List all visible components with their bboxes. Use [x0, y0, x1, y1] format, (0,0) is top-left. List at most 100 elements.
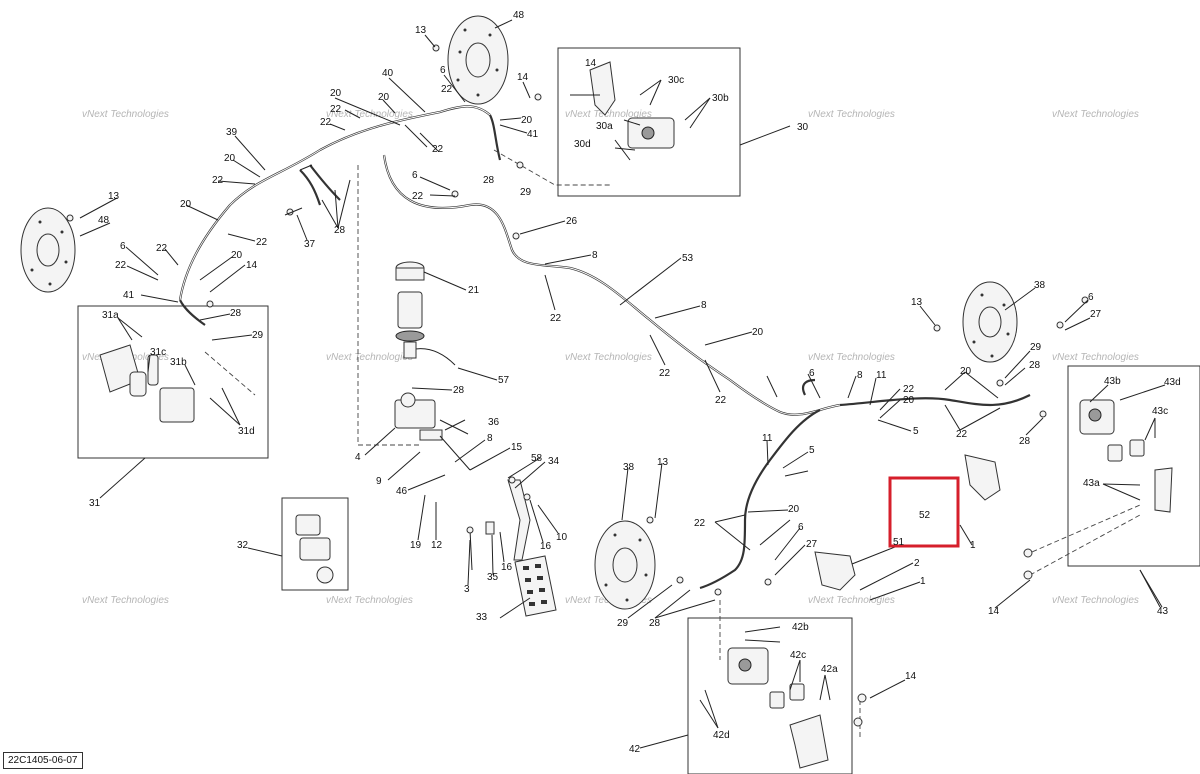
- callout-7: 8: [487, 433, 493, 444]
- callout-14: 14: [246, 260, 258, 271]
- callout-20: 20: [903, 395, 915, 406]
- calipers: [99, 61, 1173, 769]
- callout-11: 11: [876, 370, 887, 381]
- callout-31d: 31d: [238, 426, 255, 437]
- callout-43b: 43b: [1104, 376, 1121, 387]
- callout-28: 28: [483, 175, 495, 186]
- brake-disc-38-right: [962, 281, 1018, 363]
- callout-33: 33: [476, 612, 488, 623]
- watermark: vNext Technologies: [82, 109, 169, 120]
- callout-38: 38: [623, 462, 635, 473]
- bracket-52: [964, 454, 1001, 501]
- callout-20: 20: [330, 88, 342, 99]
- callout-13: 13: [657, 457, 669, 468]
- callout-27: 27: [1090, 309, 1102, 320]
- caliper-inset-31: [99, 344, 195, 423]
- callout-41: 41: [123, 290, 135, 301]
- callout-35: 35: [487, 572, 499, 583]
- leader-lines: [79, 19, 1166, 749]
- callout-6: 6: [798, 522, 804, 533]
- callout-28: 28: [1019, 436, 1031, 447]
- callout-42c: 42c: [790, 650, 806, 661]
- callout-4: 4: [355, 452, 361, 463]
- callout-22: 22: [330, 104, 342, 115]
- callout-8: 8: [592, 250, 598, 261]
- callout-42d: 42d: [713, 730, 730, 741]
- callout-20: 20: [752, 327, 764, 338]
- callout-43c: 43c: [1152, 406, 1168, 417]
- inset-frame-30: [557, 47, 741, 197]
- callout-13: 13: [415, 25, 427, 36]
- callout-8: 8: [857, 370, 863, 381]
- inset-frames: [77, 47, 1200, 774]
- callout-20: 20: [180, 199, 192, 210]
- brake-discs: [20, 15, 1018, 610]
- watermark: vNext Technologies: [565, 352, 652, 363]
- master-cylinder-assembly: [394, 261, 557, 617]
- watermark: vNext Technologies: [82, 595, 169, 606]
- callout-5: 5: [913, 426, 919, 437]
- callout-22: 22: [441, 84, 453, 95]
- callout-29: 29: [520, 187, 532, 198]
- caliper-inset-42: [727, 647, 829, 769]
- callout-22: 22: [432, 144, 444, 155]
- callout-42a: 42a: [821, 664, 838, 675]
- watermark: vNext Technologies: [565, 109, 652, 120]
- watermark: vNext Technologies: [1052, 595, 1139, 606]
- callout-6: 6: [120, 241, 126, 252]
- callout-34: 34: [548, 456, 560, 467]
- brake-disc-48-left: [20, 207, 76, 293]
- callout-11: 11: [762, 433, 773, 444]
- watermark: vNext Technologies: [1052, 352, 1139, 363]
- caliper-inset-43: [1079, 399, 1173, 513]
- callout-20: 20: [231, 250, 243, 261]
- callout-39: 39: [226, 127, 238, 138]
- callout-6: 6: [412, 170, 418, 181]
- callout-37: 37: [304, 239, 316, 250]
- callout-29: 29: [252, 330, 264, 341]
- callout-36: 36: [488, 417, 500, 428]
- callout-22: 22: [694, 518, 706, 529]
- callout-20: 20: [521, 115, 533, 126]
- callout-42b: 42b: [792, 622, 809, 633]
- callout-6: 6: [809, 368, 815, 379]
- callout-22: 22: [212, 175, 224, 186]
- callout-21: 21: [468, 285, 480, 296]
- callout-42: 42: [629, 744, 641, 755]
- callout-20: 20: [788, 504, 800, 515]
- watermark: vNext Technologies: [326, 595, 413, 606]
- callout-30c: 30c: [668, 75, 684, 86]
- callout-20: 20: [224, 153, 236, 164]
- callout-22: 22: [659, 368, 671, 379]
- callout-30d: 30d: [574, 139, 591, 150]
- callout-14: 14: [905, 671, 917, 682]
- callout-22: 22: [320, 117, 332, 128]
- callout-43d: 43d: [1164, 377, 1181, 388]
- callout-48: 48: [98, 215, 110, 226]
- callout-labels: 13 48 40 6 22 14 20 20 22 22 22 20 41 28…: [89, 10, 1181, 755]
- watermark: vNext Technologies: [808, 595, 895, 606]
- callout-6: 6: [440, 65, 446, 76]
- callout-10: 10: [556, 532, 568, 543]
- callout-27: 27: [806, 539, 818, 550]
- watermark: vNext Technologies: [326, 109, 413, 120]
- brake-disc-38-bottom: [594, 520, 656, 610]
- callout-8: 8: [701, 300, 707, 311]
- master-cylinder-kit-32: [295, 514, 334, 584]
- callout-20: 20: [378, 92, 390, 103]
- callout-1: 1: [920, 576, 926, 587]
- callout-31b: 31b: [170, 357, 187, 368]
- callout-32: 32: [237, 540, 249, 551]
- reservoir-cap-21: [395, 261, 425, 281]
- pedal-bolt-3: [466, 526, 474, 571]
- callout-30: 30: [797, 122, 809, 133]
- callout-22: 22: [550, 313, 562, 324]
- callout-31c: 31c: [150, 347, 166, 358]
- brake-disc-48-top: [447, 15, 509, 105]
- callout-31a: 31a: [102, 310, 119, 321]
- callout-58: 58: [531, 453, 543, 464]
- callout-16: 16: [501, 562, 513, 573]
- callout-14: 14: [585, 58, 597, 69]
- callout-1: 1: [970, 540, 976, 551]
- callout-57: 57: [498, 375, 510, 386]
